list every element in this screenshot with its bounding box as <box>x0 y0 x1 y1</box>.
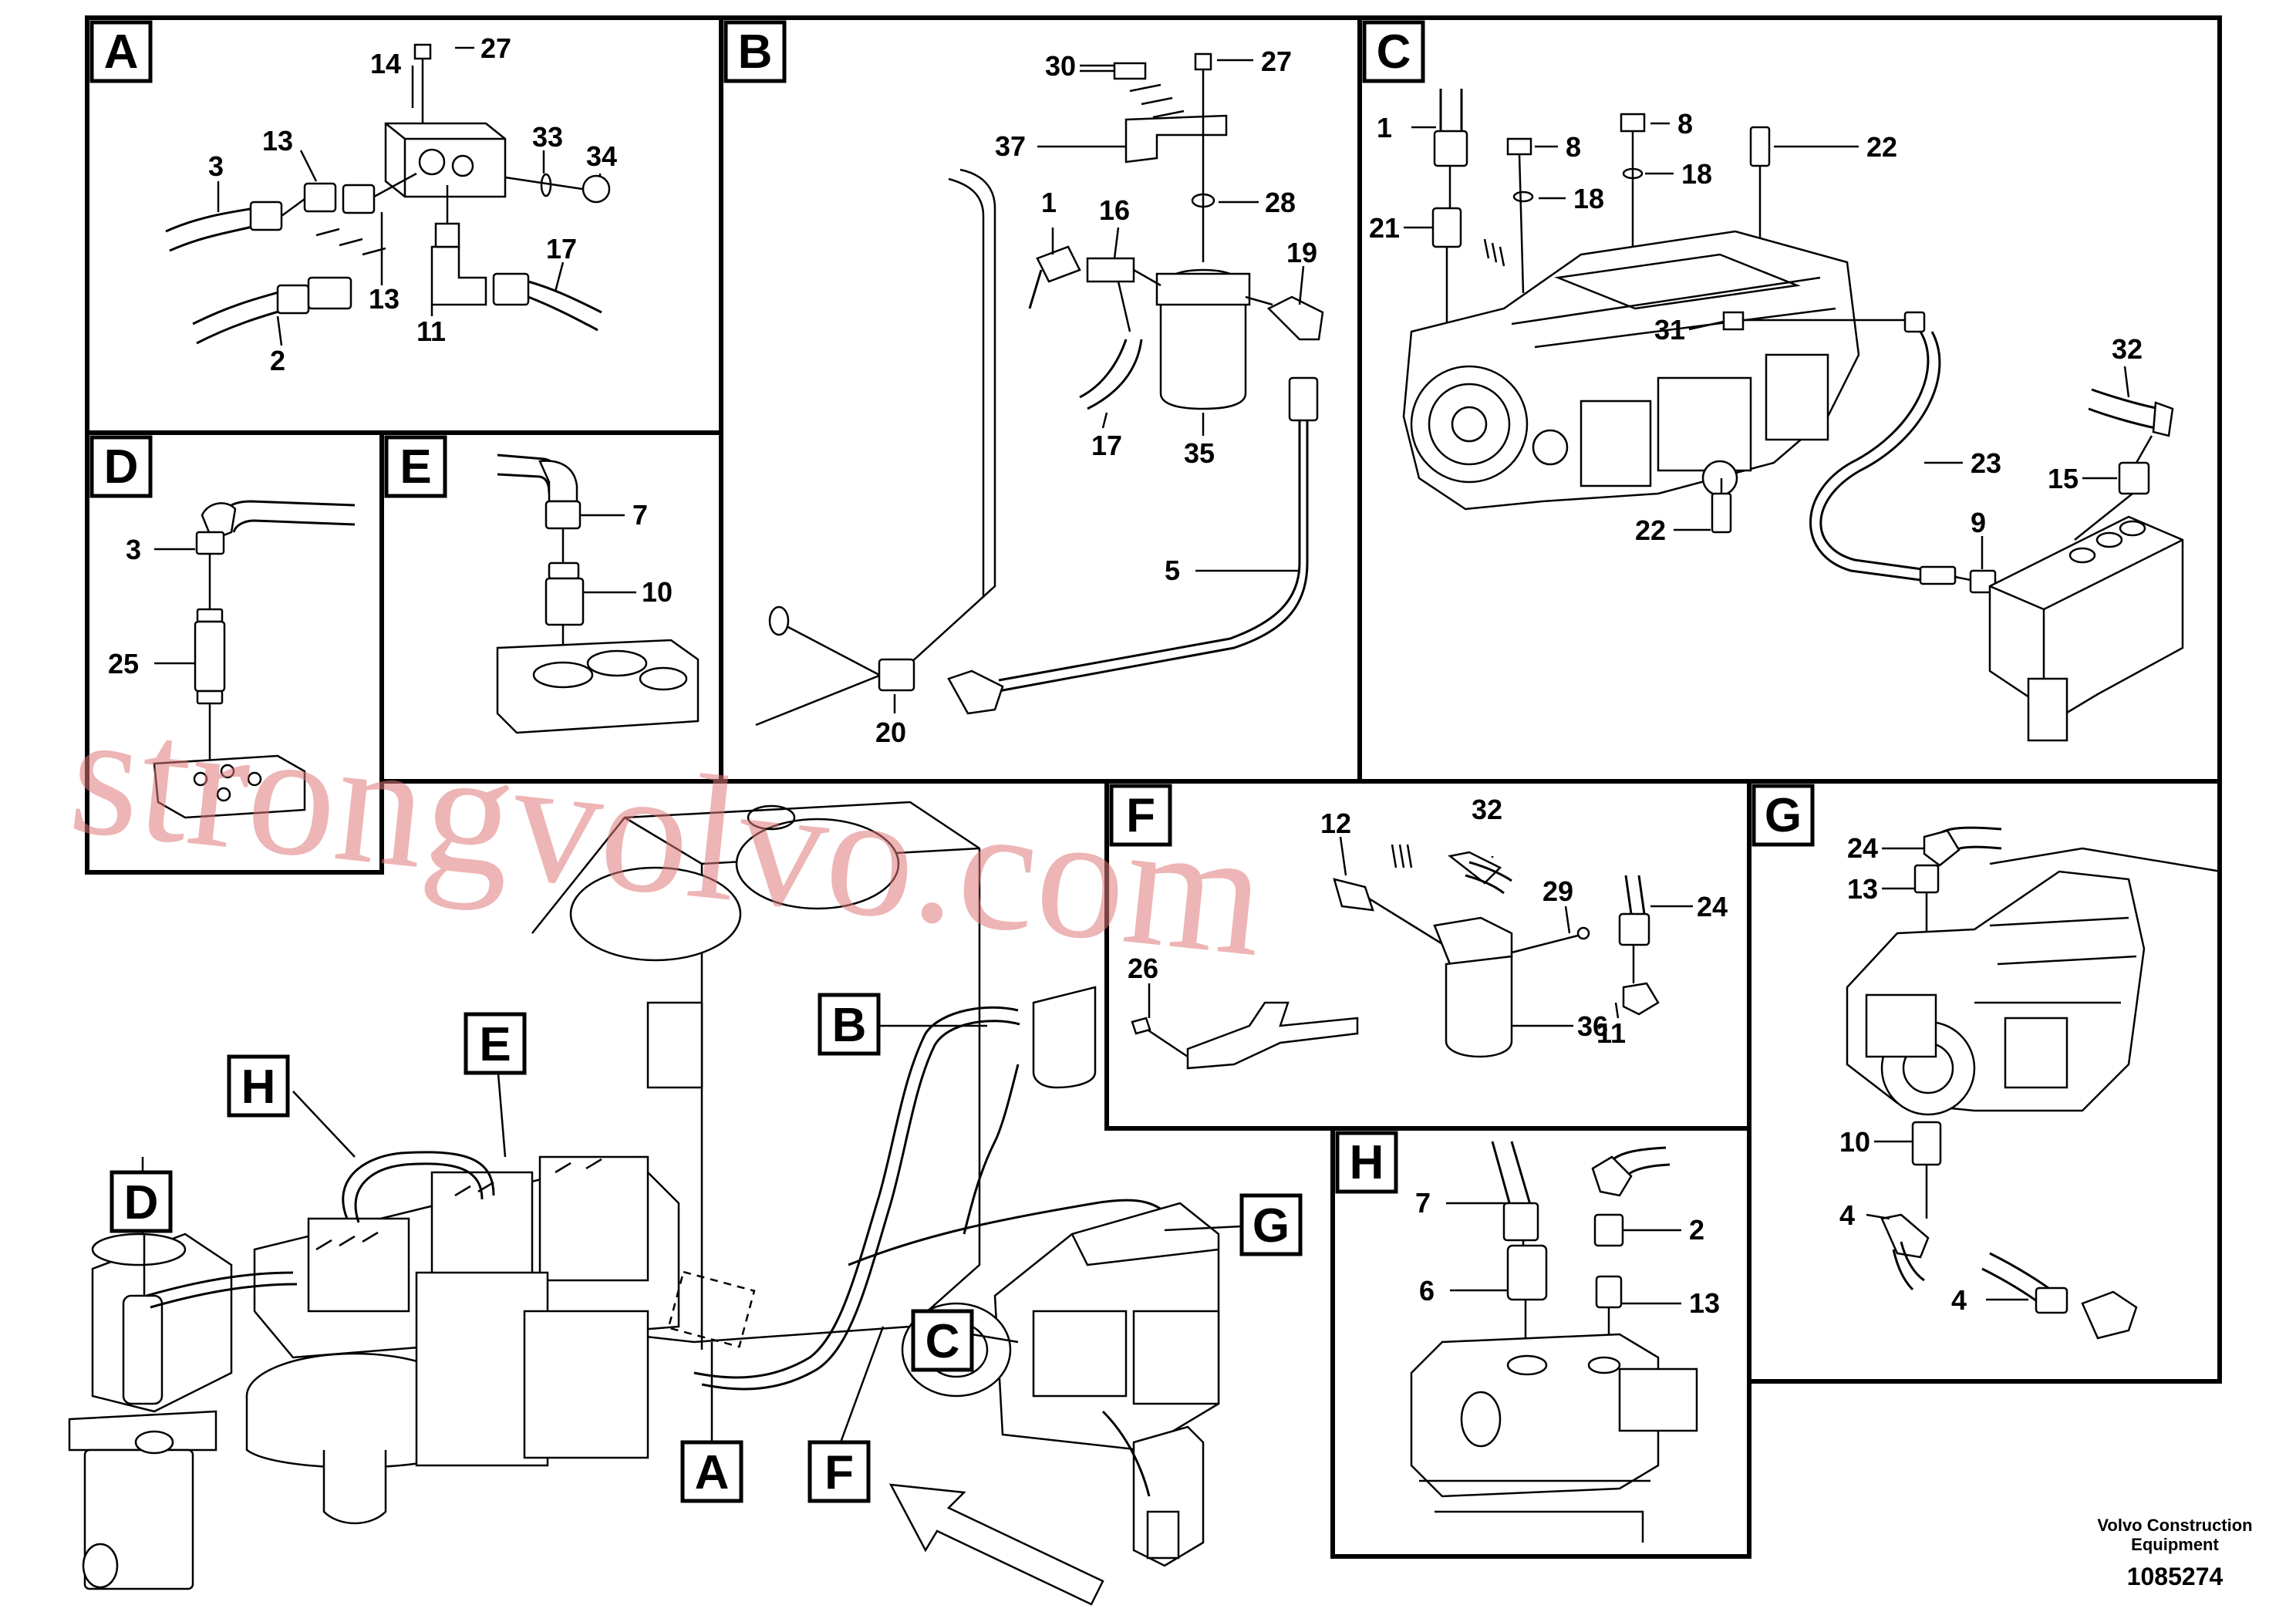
callout-number: 24 <box>1847 832 1878 864</box>
callout-number: 8 <box>1566 131 1581 163</box>
panel-d-label: D <box>104 440 139 494</box>
footer: Volvo Construction Equipment 1085274 <box>2097 1516 2252 1590</box>
panel-e-label: E <box>400 440 431 494</box>
callout-number: 24 <box>1697 891 1728 922</box>
callout-number: 2 <box>1689 1214 1704 1246</box>
callout-number: 11 <box>1596 1017 1626 1049</box>
overview-label-f: F <box>824 1446 854 1499</box>
callout-number: 13 <box>1689 1287 1720 1319</box>
panel-c-callouts: 1 8 8 22 18 18 21 31 32 23 15 22 9 <box>1369 108 2143 569</box>
callout-number: 19 <box>1286 237 1317 268</box>
callout-number: 4 <box>1951 1284 1967 1316</box>
callout-number: 12 <box>1320 808 1351 839</box>
callout-number: 28 <box>1265 187 1296 218</box>
callout-number: 26 <box>1128 953 1158 984</box>
panel-frames <box>85 15 2222 1559</box>
callout-number: 30 <box>1045 50 1076 82</box>
panel-e-drawing <box>496 454 700 734</box>
callout-number: 7 <box>1415 1187 1431 1219</box>
callout-number: 34 <box>586 140 617 172</box>
panel-g-frame <box>1747 779 2222 1384</box>
callout-number: 1 <box>1377 112 1392 143</box>
callout-number: 20 <box>875 717 906 748</box>
callout-number: 18 <box>1681 158 1712 190</box>
panel-h-callouts: 7 2 6 13 <box>1415 1187 1720 1319</box>
callout-number: 1 <box>1041 187 1057 218</box>
callout-number: 36 <box>1577 1010 1608 1042</box>
callout-number: 3 <box>208 150 224 182</box>
brand-line-1: Volvo Construction <box>2097 1516 2252 1535</box>
panel-a-drawing <box>165 43 611 345</box>
callout-number: 9 <box>1971 507 1986 538</box>
document-number: 1085274 <box>2127 1563 2224 1590</box>
panel-b-label: B <box>738 25 773 79</box>
callout-number: 18 <box>1573 183 1604 214</box>
panel-b-callouts: 30 27 37 28 1 16 19 17 35 5 20 <box>875 46 1317 748</box>
panel-e-callouts: 7 10 <box>580 499 673 608</box>
callout-number: 3 <box>126 534 141 565</box>
overview-labels: H E D B G C A F <box>110 993 1303 1503</box>
callout-number: 32 <box>1472 794 1502 825</box>
callout-number: 10 <box>642 576 673 608</box>
callout-number: 22 <box>1866 131 1897 163</box>
callout-number: 5 <box>1165 555 1180 586</box>
callout-number: 25 <box>108 648 139 679</box>
panel-g-drawing <box>1846 826 2222 1340</box>
callout-number: 4 <box>1839 1199 1855 1231</box>
callout-number: 37 <box>995 130 1026 162</box>
panel-f-callouts: 12 32 29 24 26 36 11 <box>1128 794 1728 1049</box>
panel-d-drawing <box>153 500 356 819</box>
callout-number: 22 <box>1635 514 1666 546</box>
callout-number: 15 <box>2048 463 2079 494</box>
callout-number: 10 <box>1839 1126 1870 1158</box>
callout-number: 6 <box>1419 1275 1435 1307</box>
callout-number: 32 <box>2112 333 2143 365</box>
brand-line-2: Equipment <box>2131 1535 2219 1554</box>
panel-d-callouts: 3 25 <box>108 534 195 679</box>
panel-b-frame <box>719 15 1362 784</box>
callout-number: 11 <box>416 315 446 347</box>
callout-number: 16 <box>1099 194 1130 226</box>
overview-label-h: H <box>241 1061 276 1114</box>
panel-b-drawing <box>755 52 1324 727</box>
panel-a-label: A <box>104 25 139 79</box>
callout-number: 7 <box>632 499 648 531</box>
overview-label-d: D <box>124 1176 159 1229</box>
overview-label-e: E <box>479 1018 511 1071</box>
overview-drawing <box>68 801 1220 1606</box>
callout-number: 27 <box>480 32 511 64</box>
panel-f-drawing <box>1131 844 1660 1070</box>
panel-c-drawing <box>1402 89 2184 742</box>
panel-e-frame <box>379 430 723 784</box>
callout-number: 17 <box>1091 430 1122 461</box>
callout-number: 23 <box>1971 447 2001 479</box>
overview-label-b: B <box>832 999 867 1052</box>
callout-number: 31 <box>1654 314 1685 346</box>
overview-label-g: G <box>1253 1199 1290 1253</box>
panel-a-callouts: 27 14 13 33 34 3 17 13 11 2 <box>208 32 617 376</box>
callout-number: 29 <box>1542 875 1573 907</box>
callout-number: 8 <box>1677 108 1693 140</box>
callout-number: 35 <box>1184 437 1215 469</box>
callout-number: 33 <box>532 121 563 153</box>
panel-h-frame <box>1330 1126 1752 1559</box>
panel-h-label: H <box>1350 1136 1384 1189</box>
panel-h-drawing <box>1410 1141 1698 1543</box>
overview-label-c: C <box>925 1315 960 1368</box>
callout-number: 13 <box>369 283 400 315</box>
callout-number: 17 <box>546 233 577 265</box>
callout-number: 21 <box>1369 212 1400 244</box>
panel-letter-boxes: A B C D E F G H <box>89 20 1815 1194</box>
callout-number: 27 <box>1261 46 1292 77</box>
panel-g-callouts: 24 13 10 4 4 <box>1839 832 2028 1316</box>
overview-label-a: A <box>695 1446 730 1499</box>
callout-number: 14 <box>370 48 401 79</box>
callout-number: 13 <box>262 125 293 157</box>
callout-number: 13 <box>1847 873 1878 905</box>
panel-c-label: C <box>1377 25 1411 79</box>
panel-g-label: G <box>1765 789 1802 842</box>
callout-number: 2 <box>270 345 285 376</box>
panel-f-label: F <box>1126 789 1155 842</box>
